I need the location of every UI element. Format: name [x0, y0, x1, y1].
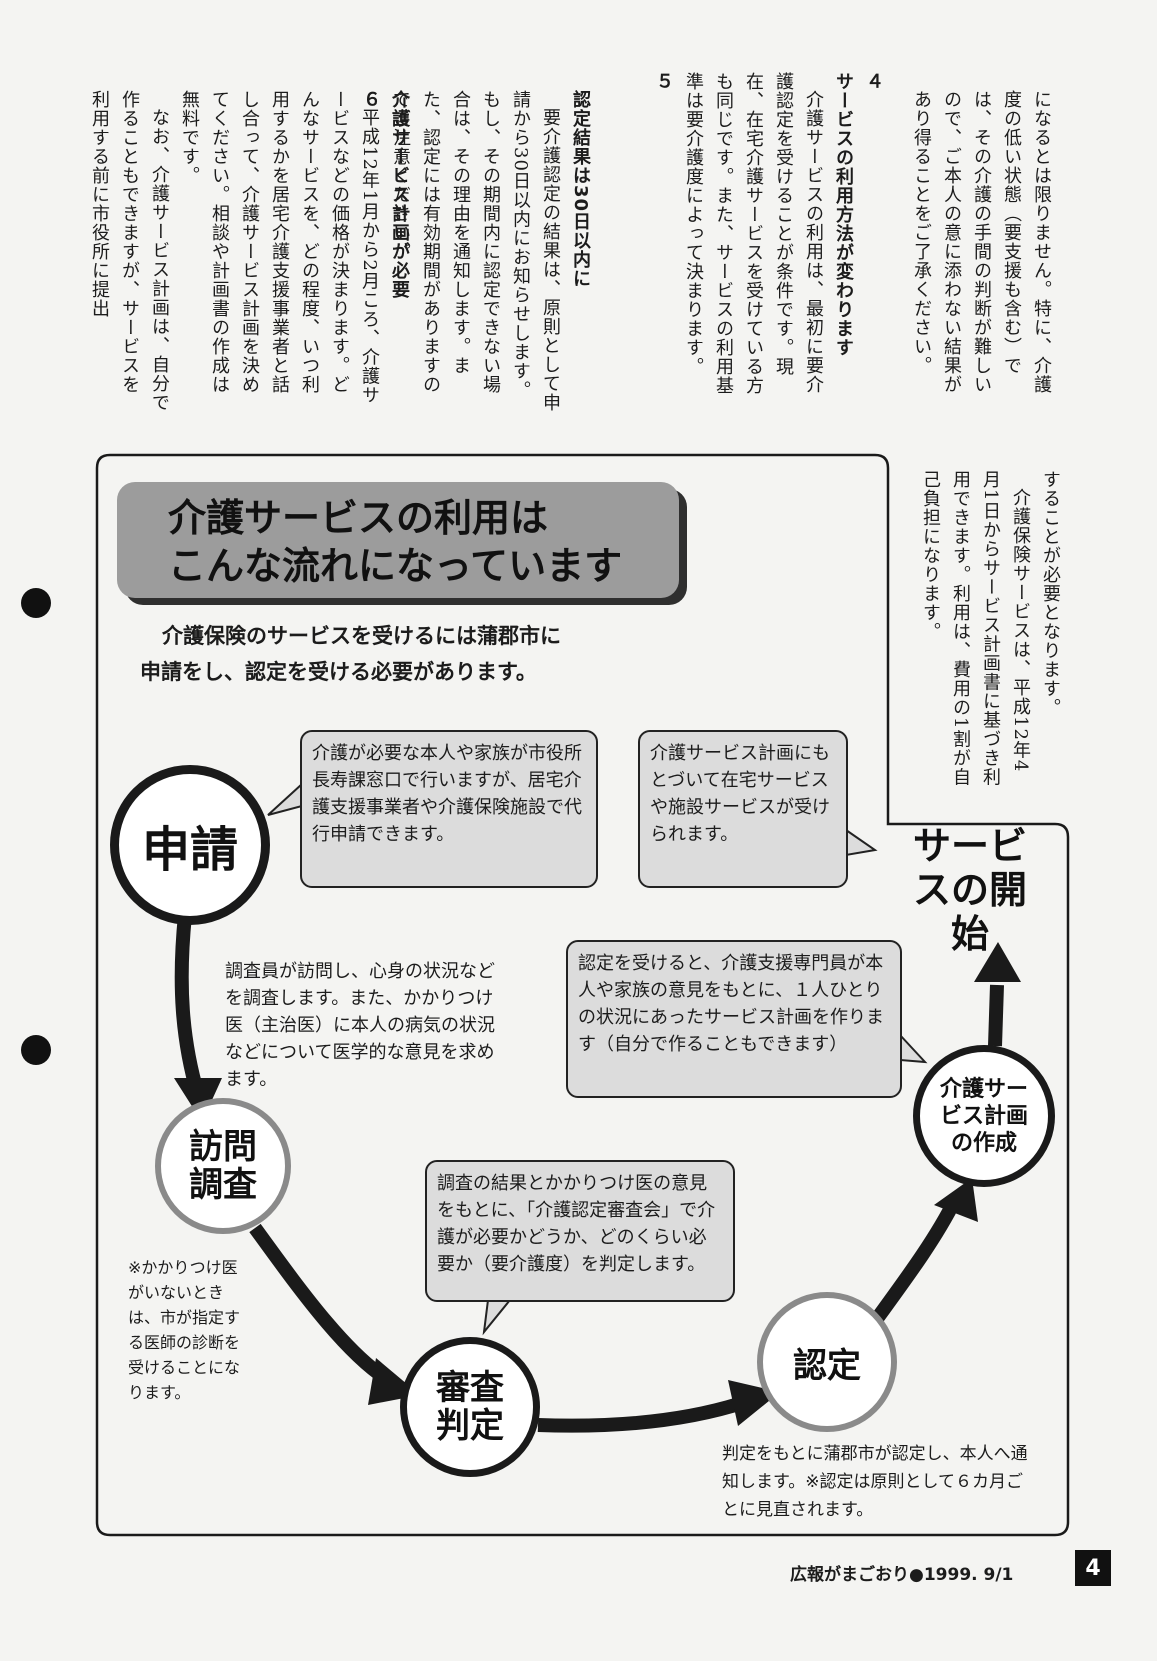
section-6-body-2: なお、介護サービス計画は、自分で作ることもできますが、サービスを利用する前に市役…: [89, 90, 170, 412]
section-6: 介護サービス計画が必要 平成12年1月から2月ころ、介護サービスなどの価格が決ま…: [89, 90, 414, 412]
bubble-plan: 認定を受けると、介護支援専門員が本人や家族の意見をもとに、１人ひとりの状況にあっ…: [566, 940, 902, 1098]
bubble-apply: 介護が必要な本人や家族が市役所長寿課窓口で行いますが、居宅介護支援事業者や介護保…: [300, 730, 598, 888]
flow-title: 介護サービスの利用は こんな流れになっています: [168, 494, 688, 590]
flow-title-line-1: 介護サービスの利用は: [168, 496, 549, 540]
section-5-number: ５: [653, 72, 674, 91]
section-4-heading: サービスの利用方法が変わります: [833, 72, 854, 357]
article-column-continuation: になるとは限りません。特に、介護度の低い状態（要支援も含む）では、その介護の手間…: [888, 90, 1056, 410]
section-4-body: 介護サービスの利用は、最初に要介護認定を受けることが条件です。現在、在宅介護サー…: [683, 72, 824, 395]
punch-hole-bottom: [21, 1035, 51, 1065]
step-start-label: サービスの開始: [912, 824, 1027, 956]
article-right-2: 介護保険サービスは、平成12年4月1日からサービス計画書に基づき利用できます。利…: [920, 470, 1031, 787]
bubble-review: 調査の結果とかかりつけ医の意見をもとに、「介護認定審査会」で介護が必要かどうか、…: [425, 1160, 735, 1302]
step-plan: 介護サービス計画の作成: [913, 1045, 1055, 1187]
section-4: ４ サービスの利用方法が変わります 介護サービスの利用は、最初に要介護認定を受け…: [596, 72, 888, 412]
step-cert: 認定: [757, 1292, 897, 1432]
page-number: 4: [1075, 1550, 1111, 1586]
article-right-1: することが必要となります。: [1040, 470, 1061, 717]
step-visit-label: 訪問調査: [189, 1127, 257, 1205]
flow-intro-line-1: 介護保険のサービスを受けるには蒲郡市に: [162, 624, 561, 648]
step-review-label: 審査判定: [436, 1368, 504, 1446]
note-cert: 判定をもとに蒲郡市が認定し、本人へ通知します。※認定は原則として６カ月ごとに見直…: [722, 1444, 1028, 1520]
flow-intro-line-2: 申請をし、認定を受ける必要があります。: [140, 660, 537, 684]
step-start: サービスの開始: [880, 824, 1060, 956]
flow-intro: 介護保険のサービスを受けるには蒲郡市に 申請をし、認定を受ける必要があります。: [140, 618, 740, 690]
flow-title-line-2: こんな流れになっています: [168, 544, 623, 588]
section-6-body: 平成12年1月から2月ころ、介護サービスなどの価格が決まります。どんなサービスを…: [179, 90, 380, 405]
step-cert-label: 認定: [793, 1345, 861, 1386]
section-6-heading: 介護サービス計画が必要: [389, 90, 410, 299]
article-column-right: することが必要となります。 介護保険サービスは、平成12年4月1日からサービス計…: [915, 470, 1065, 790]
note-doctor: ※かかりつけ医がいないときは、市が指定する医師の診断を受けることになります。: [128, 1258, 241, 1402]
section-5: 認定結果は30日以内に 要介護認定の結果は、原則として申請から30日以内にお知ら…: [360, 90, 595, 412]
article-text-c: になるとは限りません。特に、介護度の低い状態（要支援も含む）では、その介護の手間…: [911, 90, 1052, 394]
step-apply-label: 申請: [141, 822, 238, 878]
section-5-body: 要介護認定の結果は、原則として申請から30日以内にお知らせします。もし、その期間…: [390, 90, 561, 412]
note-visit: 調査員が訪問し、心身の状況などを調査します。また、かかりつけ医（主治医）に本人の…: [225, 961, 495, 1090]
step-apply: 申請: [110, 765, 270, 925]
step-plan-label: 介護サービス計画の作成: [939, 1076, 1028, 1156]
section-4-number: ４: [863, 72, 884, 91]
footer-publication: 広報がまごおり●1999. 9/1: [790, 1565, 1014, 1585]
flow-frame: [95, 453, 1070, 1537]
section-5-heading: 認定結果は30日以内に: [570, 90, 591, 289]
section-6-number: ６: [360, 90, 381, 109]
step-review: 審査判定: [400, 1337, 540, 1477]
punch-hole-top: [21, 588, 51, 618]
flow-title-box: [117, 482, 679, 598]
step-visit: 訪問調査: [155, 1098, 291, 1234]
bubble-service: 介護サービス計画にもとづいて在宅サービスや施設サービスが受けられます。: [638, 730, 848, 888]
